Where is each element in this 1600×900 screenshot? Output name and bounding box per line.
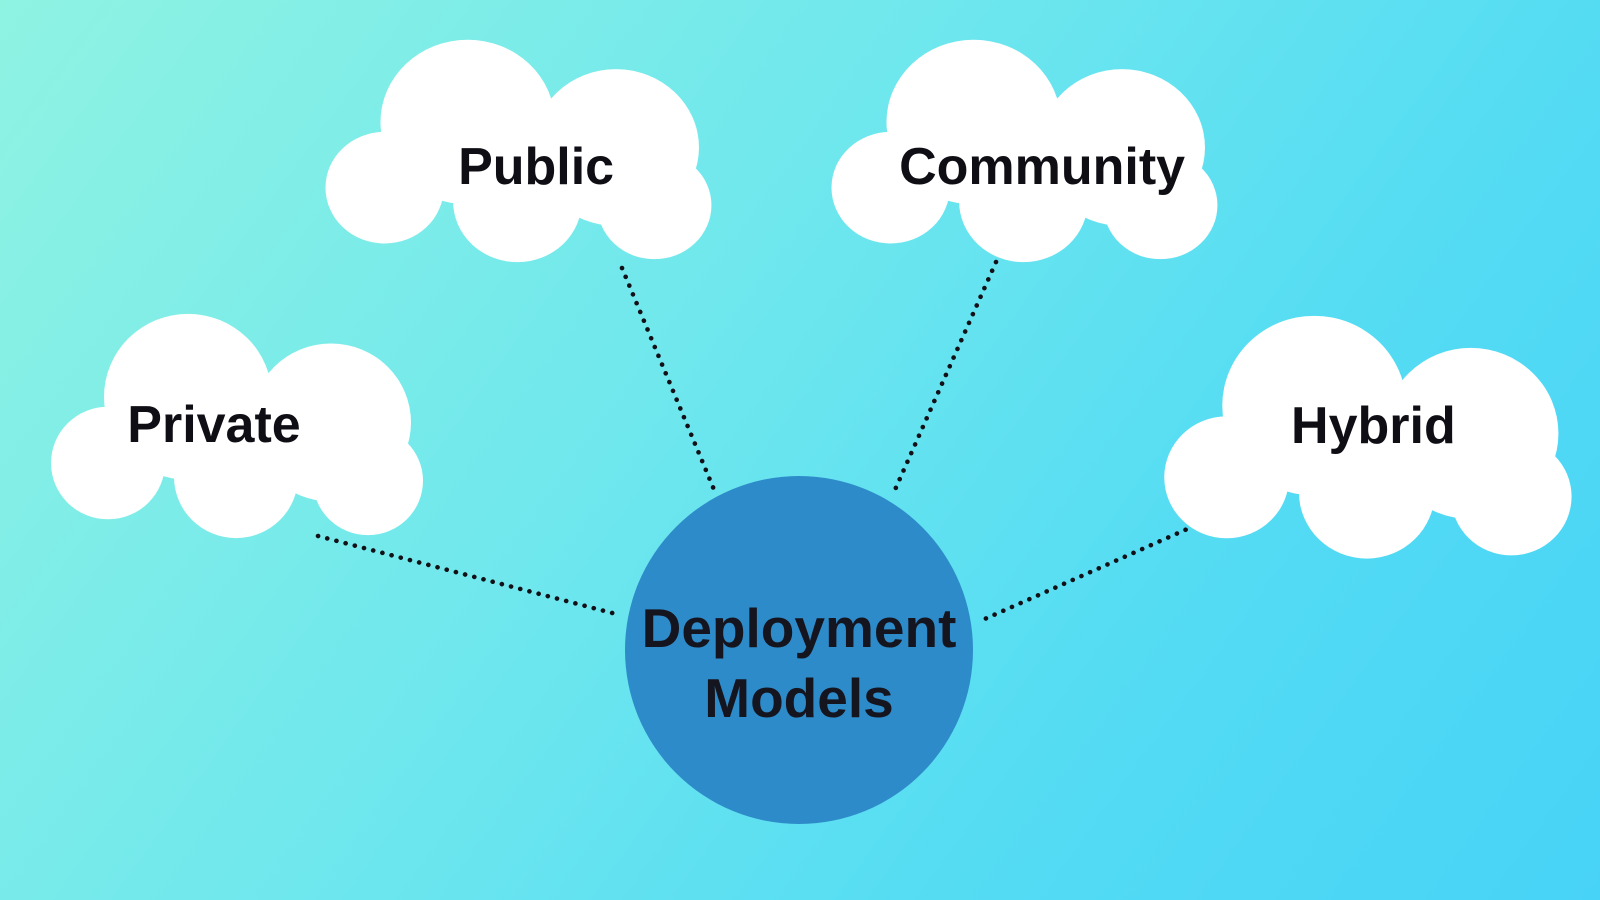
connector-hybrid-line (975, 519, 1206, 625)
connector-community-line (891, 259, 999, 495)
cloud-label-community: Community (899, 138, 1186, 197)
cloud-icon (325, 39, 712, 263)
cloud-private: Private (38, 302, 438, 544)
cloud-icon (51, 313, 423, 539)
connector-private-line (315, 533, 619, 617)
cloud-community: Community (818, 28, 1233, 268)
center-node-deployment-models: Deployment Models (625, 476, 973, 824)
cloud-label-hybrid: Hybrid (1291, 397, 1456, 456)
cloud-public: Public (312, 28, 727, 268)
cloud-icon (831, 39, 1218, 263)
cloud-icon (1164, 315, 1572, 559)
cloud-label-public: Public (458, 138, 615, 197)
center-node-label-line1: Deployment (641, 597, 957, 660)
cloud-label-private: Private (127, 396, 301, 455)
center-node-label: Deployment Models (642, 566, 957, 734)
cloud-hybrid: Hybrid (1150, 303, 1588, 565)
connector-public-line (619, 265, 718, 495)
center-node-label-line2: Models (704, 667, 894, 729)
